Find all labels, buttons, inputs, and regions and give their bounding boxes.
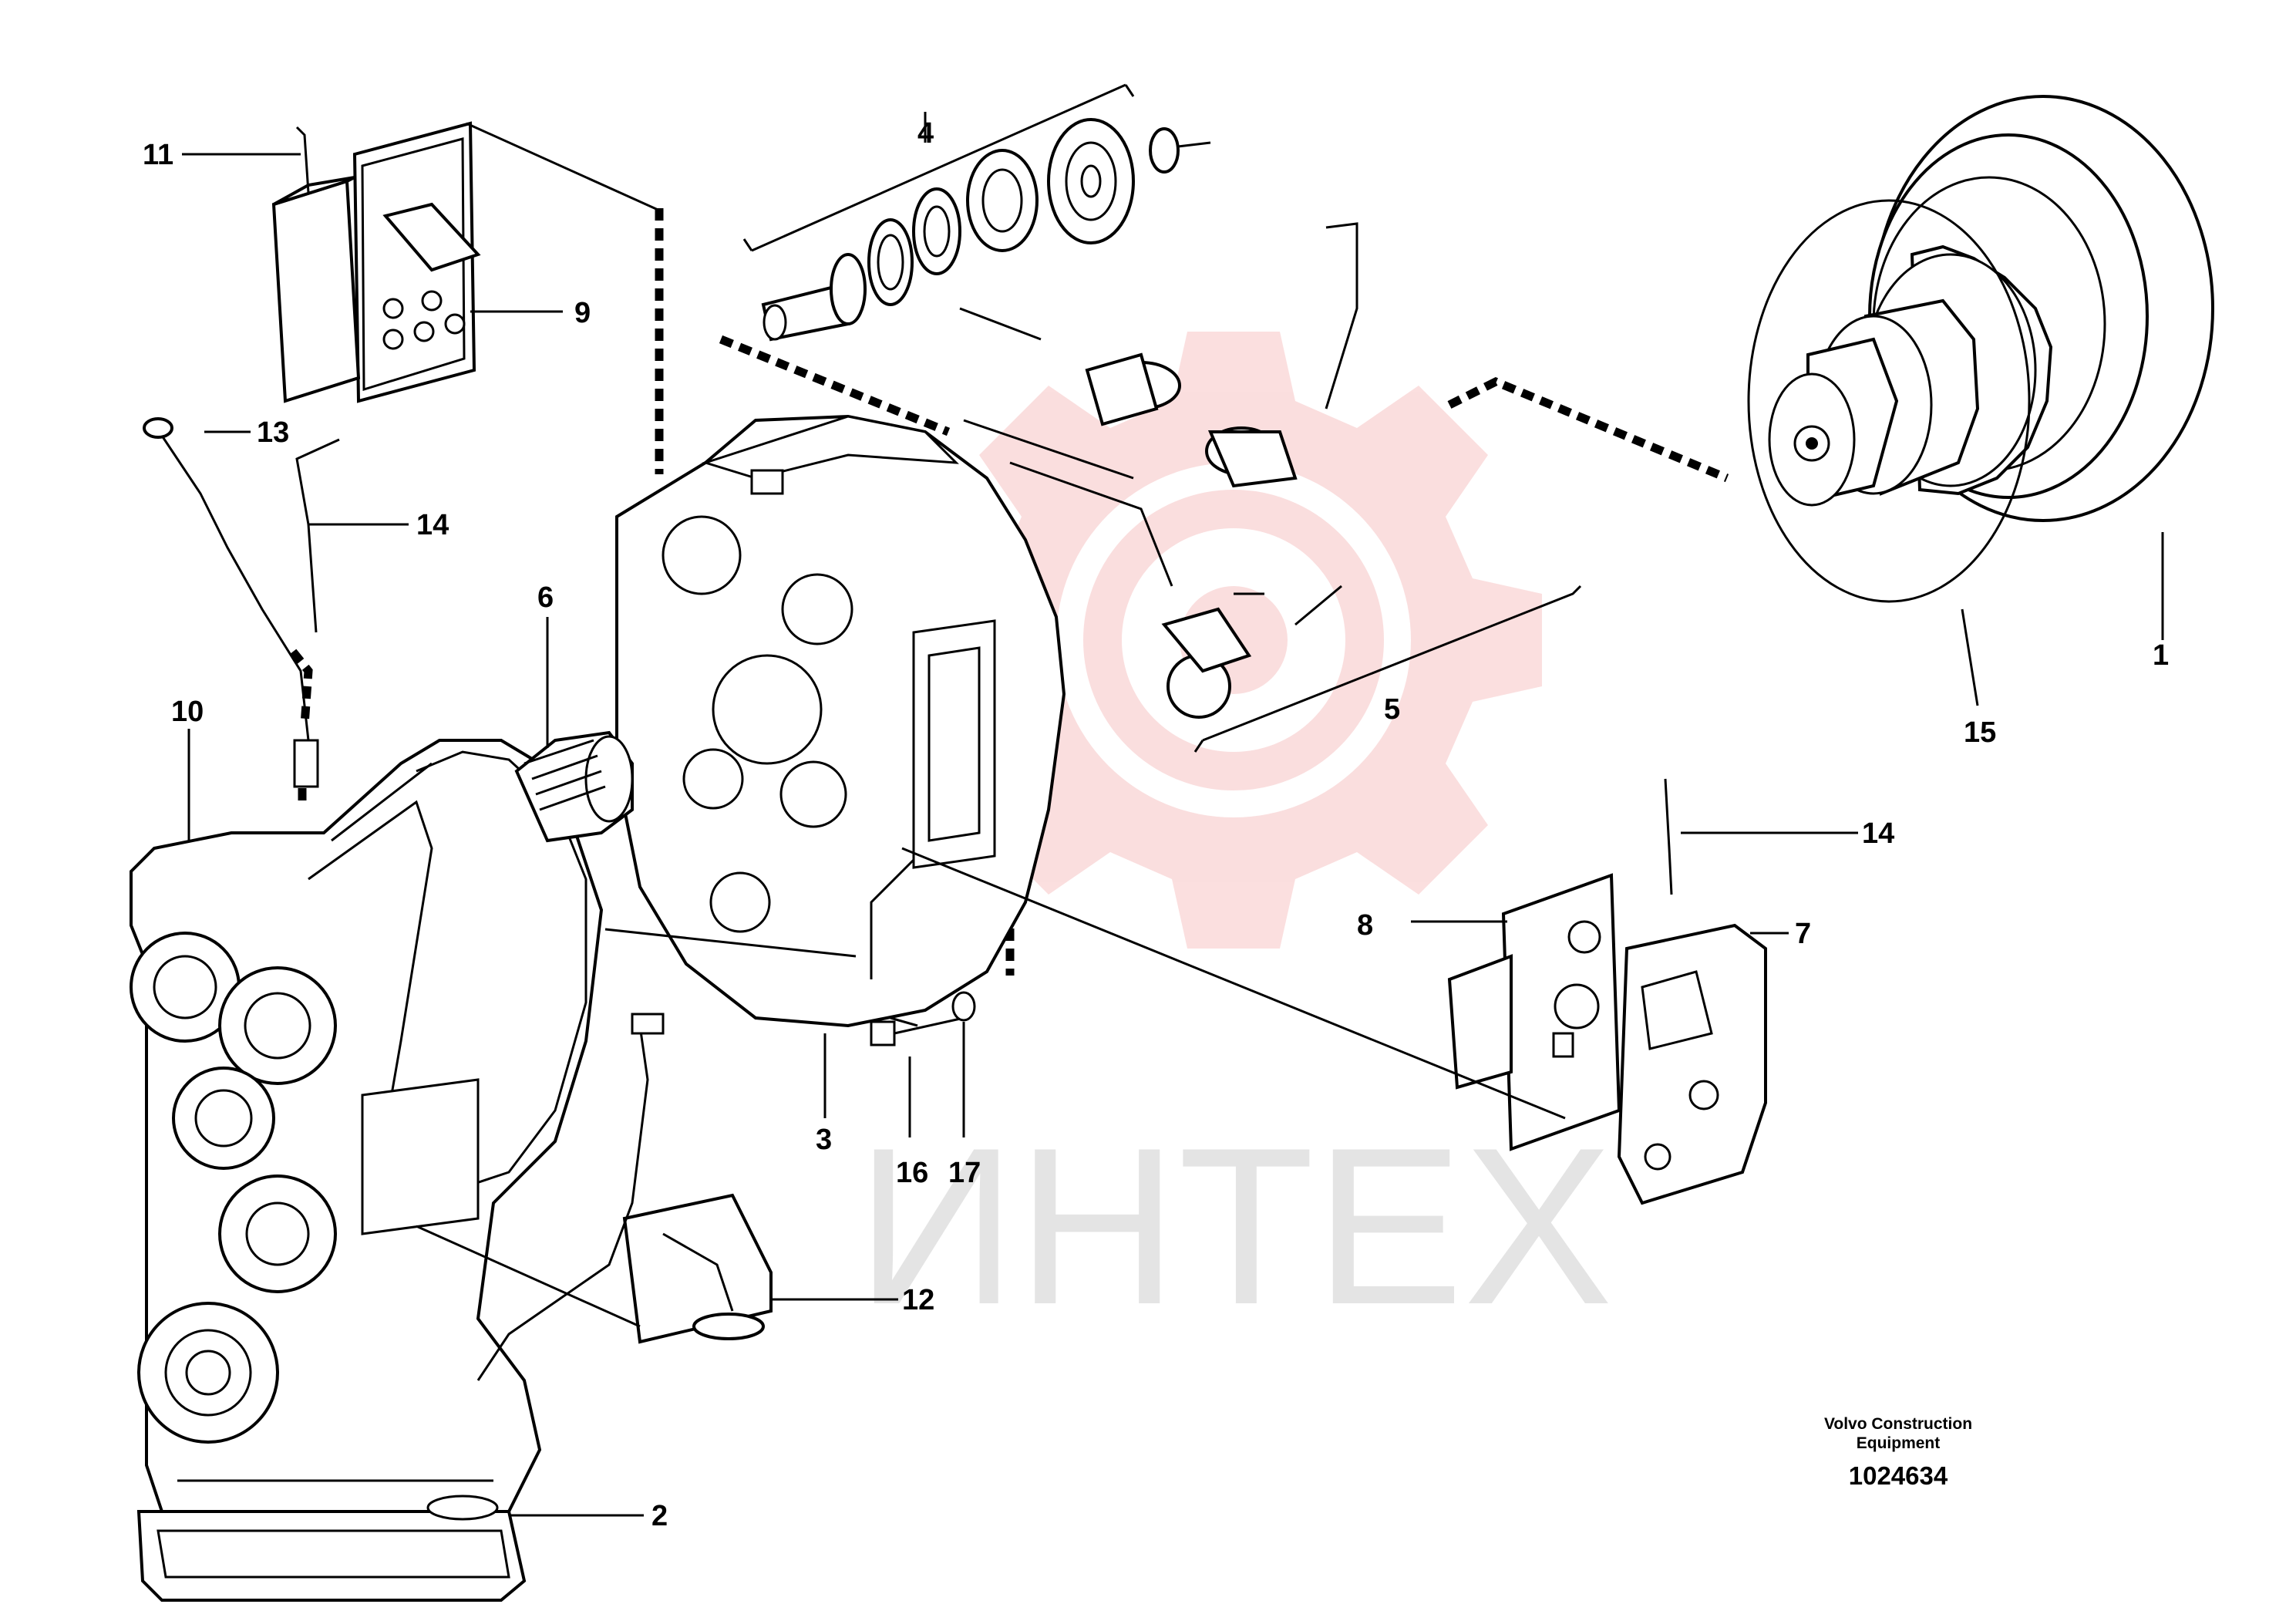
bearing-stack — [761, 118, 1211, 342]
control-valve — [1617, 923, 1767, 1205]
watermark-text: ИНТЕХ — [856, 1101, 1613, 1351]
callout-13: 13 — [257, 416, 289, 449]
diagram-number: 1024634 — [1849, 1461, 1948, 1490]
callout-14-right: 14 — [1862, 817, 1894, 850]
callout-5: 5 — [1384, 693, 1400, 726]
callout-1: 1 — [2153, 639, 2169, 672]
footer-block: Volvo Construction Equipment 1024634 — [1824, 1415, 1972, 1490]
gear-shaft — [514, 730, 634, 843]
hydraulic-pump-gasket — [1447, 873, 1621, 1151]
dipstick — [143, 417, 319, 788]
footer-company: Volvo Construction — [1824, 1415, 1972, 1433]
callout-8: 8 — [1357, 909, 1373, 942]
oil-pipe — [476, 1025, 649, 1381]
fill-tube-left — [295, 438, 340, 633]
mounting-bracket — [622, 1193, 773, 1344]
callout-16: 16 — [896, 1157, 928, 1189]
transmission-housing — [130, 739, 604, 1513]
solenoid-assembly — [959, 222, 1358, 719]
callout-11: 11 — [143, 139, 173, 171]
footer-company-2: Equipment — [1857, 1434, 1941, 1452]
fill-tube-right — [1664, 778, 1673, 895]
leader-lines — [182, 83, 2164, 1517]
oil-pan — [136, 1495, 527, 1602]
control-valve-plate — [352, 121, 481, 403]
callout-14-left: 14 — [416, 509, 449, 541]
callout-12: 12 — [902, 1284, 934, 1316]
torque-converter — [1768, 95, 2214, 522]
callout-15: 15 — [1964, 716, 1996, 749]
electronic-control-unit — [271, 126, 361, 403]
callout-7: 7 — [1795, 918, 1811, 950]
callout-labels: 1 2 3 4 5 6 7 8 9 10 11 12 13 14 14 15 1… — [143, 117, 2169, 1532]
bolt — [870, 1016, 965, 1046]
callout-6: 6 — [537, 581, 554, 614]
callout-3: 3 — [816, 1124, 832, 1156]
callout-10: 10 — [171, 696, 204, 728]
callout-4: 4 — [917, 117, 934, 150]
pipe-flange — [631, 1013, 665, 1035]
o-ring — [1747, 199, 2031, 603]
converter-housing-plate — [615, 414, 1066, 1028]
washer — [951, 991, 976, 1022]
callout-9: 9 — [574, 297, 591, 329]
callout-2: 2 — [651, 1500, 668, 1532]
callout-17: 17 — [948, 1157, 981, 1189]
